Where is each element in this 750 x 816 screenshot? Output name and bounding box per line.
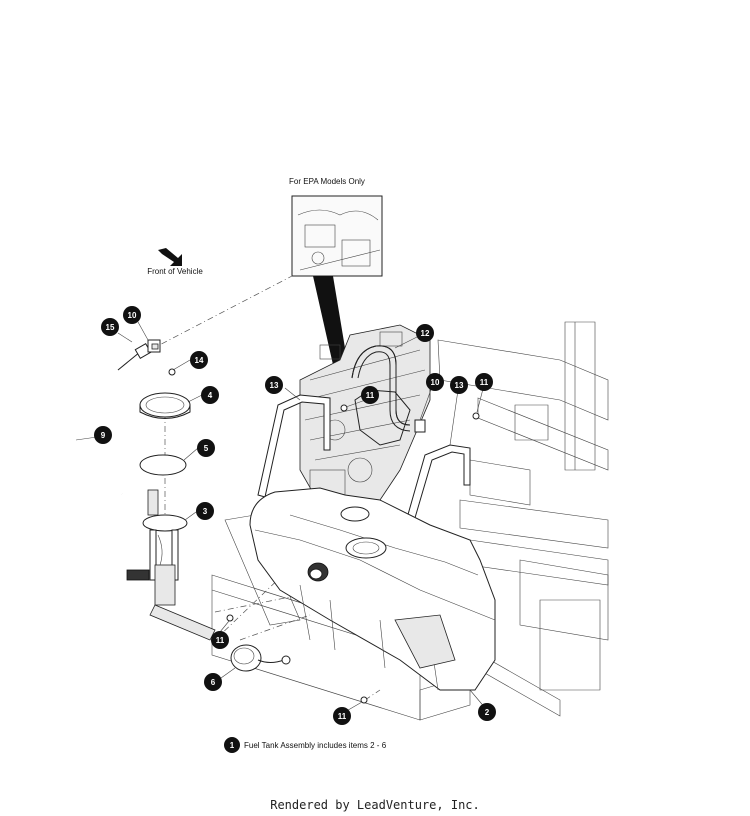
svg-text:11: 11 bbox=[338, 712, 347, 721]
svg-text:11: 11 bbox=[216, 636, 225, 645]
callout-13-right: 13 bbox=[450, 376, 468, 394]
part-5-gasket bbox=[139, 454, 187, 476]
front-of-vehicle-arrow-icon bbox=[158, 248, 182, 266]
callout-5: 5 bbox=[197, 439, 215, 457]
callout-10-left: 10 bbox=[123, 306, 141, 324]
callout-12: 12 bbox=[416, 324, 434, 342]
svg-text:1: 1 bbox=[230, 741, 235, 750]
part-6-fuel-cap bbox=[230, 644, 291, 672]
svg-text:2: 2 bbox=[485, 708, 490, 717]
callout-14: 14 bbox=[190, 351, 208, 369]
part-10-fitting-left bbox=[147, 339, 161, 353]
svg-text:9: 9 bbox=[101, 431, 106, 440]
svg-text:15: 15 bbox=[106, 323, 115, 332]
callout-3: 3 bbox=[196, 502, 214, 520]
callout-1: 1 bbox=[224, 737, 240, 753]
svg-text:10: 10 bbox=[128, 311, 137, 320]
svg-text:14: 14 bbox=[195, 356, 204, 365]
callout-11-right: 11 bbox=[475, 373, 493, 391]
part-10-fitting-right bbox=[414, 419, 426, 433]
part-2-fuel-tank bbox=[249, 487, 496, 691]
svg-text:11: 11 bbox=[480, 378, 489, 387]
svg-text:3: 3 bbox=[203, 507, 208, 516]
svg-text:13: 13 bbox=[455, 381, 464, 390]
part-4-lock-ring bbox=[139, 392, 191, 419]
front-of-vehicle-label: Front of Vehicle bbox=[147, 267, 203, 276]
epa-inset bbox=[291, 195, 383, 378]
callout-11-engine: 11 bbox=[361, 386, 379, 404]
svg-text:6: 6 bbox=[211, 678, 216, 687]
svg-text:4: 4 bbox=[208, 391, 213, 400]
footer-credit: Rendered by LeadVenture, Inc. bbox=[270, 798, 480, 812]
part-3-fuel-pump bbox=[126, 489, 216, 641]
svg-text:12: 12 bbox=[421, 329, 430, 338]
svg-text:13: 13 bbox=[270, 381, 279, 390]
assembly-note: Fuel Tank Assembly includes items 2 - 6 bbox=[244, 741, 387, 750]
callout-2: 2 bbox=[478, 703, 496, 721]
callout-10-right: 10 bbox=[426, 373, 444, 391]
callout-11-bottom: 11 bbox=[333, 707, 351, 725]
callout-4: 4 bbox=[201, 386, 219, 404]
part-14-clip bbox=[168, 368, 176, 376]
callout-11-pump: 11 bbox=[211, 631, 229, 649]
callout-13-left: 13 bbox=[265, 376, 283, 394]
svg-text:5: 5 bbox=[204, 444, 209, 453]
svg-text:10: 10 bbox=[431, 378, 440, 387]
engine bbox=[299, 324, 431, 506]
epa-inset-label: For EPA Models Only bbox=[289, 177, 365, 186]
part-15-fitting bbox=[117, 342, 152, 371]
part-11-bolts bbox=[226, 404, 480, 704]
callout-15: 15 bbox=[101, 318, 119, 336]
callout-9: 9 bbox=[94, 426, 112, 444]
svg-text:11: 11 bbox=[366, 391, 375, 400]
callout-6: 6 bbox=[204, 673, 222, 691]
